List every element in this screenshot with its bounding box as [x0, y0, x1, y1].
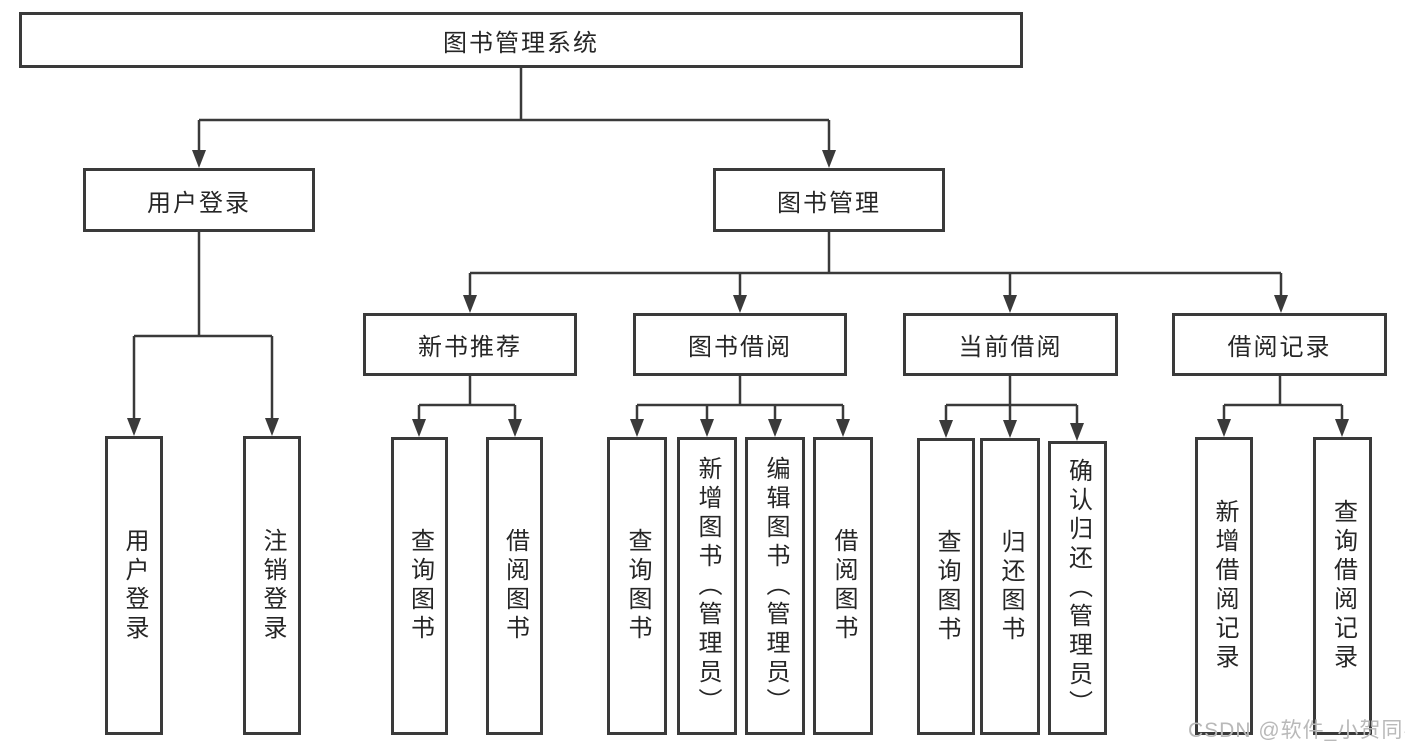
leaf-query-books-borrowing: 查询图书: [607, 437, 667, 735]
arrowhead: [1274, 295, 1288, 313]
arrowhead: [768, 419, 782, 437]
node-borrowing-records: 借阅记录: [1172, 313, 1387, 376]
edge-newbookrec-to-leaves: [417, 376, 517, 420]
node-label: 当前借阅: [958, 334, 1063, 361]
leaf-confirm-return-admin: 确认归还（管理员）: [1048, 441, 1107, 735]
node-label: 查询图书: [624, 528, 651, 644]
arrowhead: [1217, 419, 1231, 437]
leaf-borrow-books-recommend: 借阅图书: [486, 437, 543, 735]
node-label: 新增图书（管理员）: [694, 455, 721, 717]
node-user-login: 用户登录: [83, 168, 315, 232]
edge-borrowrecords-to-leaves: [1222, 376, 1344, 420]
arrowhead: [1003, 420, 1017, 438]
node-label: 归还图书: [997, 528, 1024, 645]
arrowhead: [939, 420, 953, 438]
arrowhead: [463, 295, 477, 313]
node-new-book-recommendation: 新书推荐: [363, 313, 577, 376]
arrowhead: [127, 418, 141, 436]
node-label: 查询图书: [406, 528, 434, 644]
node-label: 查询图书: [933, 528, 960, 645]
node-current-borrowing: 当前借阅: [903, 313, 1118, 376]
node-label: 查询借阅记录: [1329, 499, 1357, 673]
leaf-query-books-recommend: 查询图书: [391, 437, 448, 735]
node-book-borrowing: 图书借阅: [633, 313, 847, 376]
leaf-logout: 注销登录: [243, 436, 301, 735]
node-label: 借阅图书: [830, 528, 857, 644]
edge-bookmgmt-to-level3: [468, 232, 1283, 296]
arrowhead: [1003, 295, 1017, 313]
arrowhead: [700, 419, 714, 437]
arrowhead: [822, 150, 836, 168]
edge-root-to-level2: [197, 68, 831, 151]
leaf-add-books-admin: 新增图书（管理员）: [677, 437, 737, 735]
edge-bookborrow-to-leaves: [635, 376, 845, 420]
node-label: 新增借阅记录: [1211, 499, 1238, 673]
arrowhead: [508, 419, 522, 437]
arrowhead: [1335, 419, 1349, 437]
leaf-edit-books-admin: 编辑图书（管理员）: [745, 437, 805, 735]
arrowhead: [630, 419, 644, 437]
node-label: 新书推荐: [418, 334, 522, 361]
csdn-watermark: CSDN @软件_小贺同学: [1188, 719, 1405, 742]
node-book-management: 图书管理: [713, 168, 945, 232]
arrowhead: [192, 150, 206, 168]
arrowhead: [733, 295, 747, 313]
leaf-query-books-current: 查询图书: [917, 438, 975, 735]
node-label: 借阅记录: [1227, 334, 1332, 361]
node-label: 用户登录: [147, 189, 251, 217]
edge-currentborrow-to-leaves: [944, 376, 1079, 424]
node-library-management-system: 图书管理系统: [19, 12, 1023, 68]
node-label: 借阅图书: [501, 528, 529, 644]
node-label: 注销登录: [259, 527, 286, 644]
node-label: 图书管理: [777, 189, 881, 217]
leaf-borrow-books-borrowing: 借阅图书: [813, 437, 873, 735]
node-label: 编辑图书（管理员）: [762, 455, 789, 717]
leaf-query-borrow-record: 查询借阅记录: [1313, 437, 1372, 735]
arrowheads: [127, 150, 1349, 441]
leaf-return-books: 归还图书: [980, 438, 1040, 735]
arrowhead: [265, 418, 279, 436]
node-label: 图书管理系统: [443, 29, 599, 57]
arrowhead: [836, 419, 850, 437]
node-label: 确认归还（管理员）: [1064, 457, 1092, 719]
node-label: 图书借阅: [688, 334, 792, 361]
edge-userlogin-to-leaves: [132, 232, 274, 419]
arrowhead: [1070, 423, 1084, 441]
node-label: 用户登录: [121, 527, 148, 644]
leaf-add-borrow-record: 新增借阅记录: [1195, 437, 1253, 735]
leaf-user-login: 用户登录: [105, 436, 163, 735]
arrowhead: [412, 419, 426, 437]
